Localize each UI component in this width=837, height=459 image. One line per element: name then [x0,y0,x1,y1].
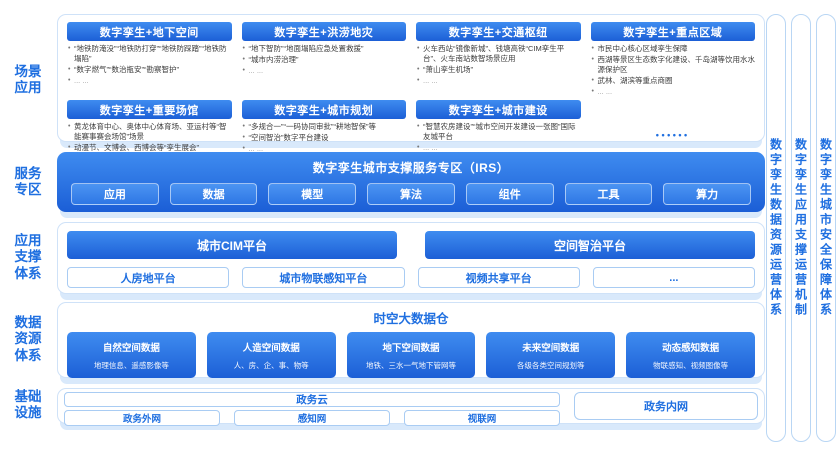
rail-label-data: 数据资源体系 [14,315,42,363]
service-chip-compute: 算力 [663,183,752,205]
scenario-card-title: 数字孪生+洪涝地灾 [241,22,406,41]
service-chip-data: 数据 [169,183,258,205]
pillar-label: 数字孪生数据资源运营体系 [768,138,783,318]
scenario-bullet: 黄龙体育中心、奥体中心体育场、亚运村等“智能赛事赛会场馆”场景 [67,122,232,142]
service-chip-model: 模型 [268,183,357,205]
scenario-bullet: “地铁防淹没”“地铁防打穿”“地铁防踩踏”“地铁防塌陷” [67,44,232,64]
store-dynamic-sensing: 动态感知数据 物联感知、视频图像等 [626,332,755,378]
scenario-bullet: ... ... [591,87,756,97]
rail-label-support: 应用支撑体系 [14,233,42,281]
scenario-bullet: 西湖等景区生态数字化建设、千岛湖等饮用水水源保护区 [591,55,755,75]
subplatform-iot-sensing: 城市物联感知平台 [242,267,405,288]
scenario-bullet: 火车西站“镜像新城”、钱塘高铁“CIM孪生平台”、火车南站数智场景应用 [416,44,581,64]
more-dots: •••••• [655,130,690,141]
scenario-card-urban-construction: 数字孪生+城市建设 “智慧农房建设”“城市空间开发建设一张图”国际友城平台 ..… [416,100,581,164]
store-natural-space: 自然空间数据 地理信息、遥感影像等 [67,332,196,378]
scenario-card-title: 数字孪生+重要场馆 [67,100,232,120]
scenario-card-underground: 数字孪生+地下空间 “地铁防淹没”“地铁防打穿”“地铁防踩踏”“地铁防塌陷” “… [67,22,232,96]
store-desc: 地理信息、遥感影像等 [93,360,169,370]
scenario-bullet: 武林、湖滨等重点商圈 [591,76,756,86]
scenario-bullet: “多规合一”“一码协同审批”“耕地智保”等 [242,122,407,132]
rail-label-service: 服务专区 [14,166,42,198]
service-chip-application: 应用 [71,183,159,205]
scenario-card-title: 数字孪生+交通枢纽 [416,22,581,41]
service-chip-algorithm: 算法 [367,183,455,205]
store-desc: 人、房、企、事、物等 [233,360,309,370]
government-intranet: 政务内网 [574,392,758,420]
pillar-label: 数字孪生应用支撑运营机制 [793,138,808,318]
scenario-bullet: ... ... [416,143,581,153]
service-zone-title: 数字孪生城市支撑服务专区（IRS） [312,161,510,175]
scenario-bullet: ... ... [67,76,232,86]
scenario-bullet: ... ... [242,144,407,154]
section-application-support: 城市CIM平台 空间智治平台 人房地平台 城市物联感知平台 视频共享平台 ... [57,222,765,300]
scenario-bullet: “地下智防”“地面塌陷应急处置救援” [242,44,407,54]
store-manmade-space: 人造空间数据 人、房、企、事、物等 [206,332,336,378]
scenario-bullet: 动漫节、文博会、西博会等“孪生展会” [67,143,232,153]
scenario-card-flood: 数字孪生+洪涝地灾 “地下智防”“地面塌陷应急处置救援” “城市内涝治理” ..… [241,22,407,96]
pillar-city-security-assurance: 数字孪生城市安全保障体系 [816,14,836,442]
subplatform-people-housing-land: 人房地平台 [67,267,230,288]
scenario-bullet: “萧山孪生机场” [416,65,581,75]
store-underground-space: 地下空间数据 地铁、三水一气地下管网等 [346,332,476,378]
scenario-card-title: 数字孪生+重点区域 [590,22,755,41]
scenario-card-transport-hub: 数字孪生+交通枢纽 火车西站“镜像新城”、钱塘高铁“CIM孪生平台”、火车南站数… [416,22,581,96]
scenario-card-more: •••••• [591,100,756,164]
scenario-card-title: 数字孪生+城市规划 [241,100,406,120]
rail-label-infra: 基础设施 [14,389,42,421]
section-service-zone: 数字孪生城市支撑服务专区（IRS） 应用 数据 模型 算法 组件 工具 算力 [57,152,765,218]
network-extranet: 政务外网 [64,410,220,426]
store-desc: 各级各类空间规划等 [517,360,585,370]
scenario-bullet: “空间智治”数字平台建设 [242,133,407,143]
platform-spatial-gov: 空间智治平台 [425,231,755,259]
store-title: 动态感知数据 [662,342,720,354]
scenario-card-urban-planning: 数字孪生+城市规划 “多规合一”“一码协同审批”“耕地智保”等 “空间智治”数字… [241,100,407,164]
section-infrastructure: 政务云 政务外网 感知网 视联网 政务内网 [57,388,765,430]
network-video: 视联网 [404,410,560,426]
section-scenario-applications: 数字孪生+地下空间 “地铁防淹没”“地铁防打穿”“地铁防踩踏”“地铁防塌陷” “… [57,14,765,163]
subplatform-more: ... [592,267,755,288]
scenario-bullet: “智慧农房建设”“城市空间开发建设一张图”国际友城平台 [416,122,581,142]
scenario-card-key-areas: 数字孪生+重点区域 市民中心核心区域孪生保障 西湖等景区生态数字化建设、千岛湖等… [590,22,756,97]
store-future-space: 未来空间数据 各级各类空间规划等 [486,332,616,378]
scenario-card-title: 数字孪生+地下空间 [67,22,232,41]
scenario-bullet: ... ... [242,66,407,76]
platform-city-cim: 城市CIM平台 [67,231,397,259]
pillar-data-resource-operation: 数字孪生数据资源运营体系 [766,14,786,442]
store-desc: 地铁、三水一气地下管网等 [365,360,456,370]
scenario-bullet: “数字燃气”“数治瓶安”“勘察智护” [67,65,232,75]
service-chip-component: 组件 [465,183,554,205]
store-title: 地下空间数据 [382,342,440,354]
store-title: 未来空间数据 [522,342,580,354]
pillar-label: 数字孪生城市安全保障体系 [818,138,833,318]
network-sensing: 感知网 [234,410,390,426]
service-chip-tool: 工具 [564,183,653,205]
store-title: 人造空间数据 [242,342,300,354]
subplatform-video-sharing: 视频共享平台 [417,267,580,288]
scenario-card-title: 数字孪生+城市建设 [416,100,581,120]
data-warehouse-title: 时空大数据仓 [373,312,449,326]
scenario-bullet: ... ... [416,76,581,86]
government-cloud: 政务云 [64,392,560,407]
section-data-resources: 时空大数据仓 自然空间数据 地理信息、遥感影像等 人造空间数据 人、房、企、事、… [57,302,765,384]
store-desc: 物联感知、视频图像等 [653,360,729,370]
rail-label-scenario: 场景应用 [14,64,42,96]
scenario-bullet: 市民中心核心区域孪生保障 [591,44,756,54]
scenario-bullet: “城市内涝治理” [242,55,407,65]
store-title: 自然空间数据 [102,342,160,354]
pillar-application-support-mechanism: 数字孪生应用支撑运营机制 [791,14,811,442]
